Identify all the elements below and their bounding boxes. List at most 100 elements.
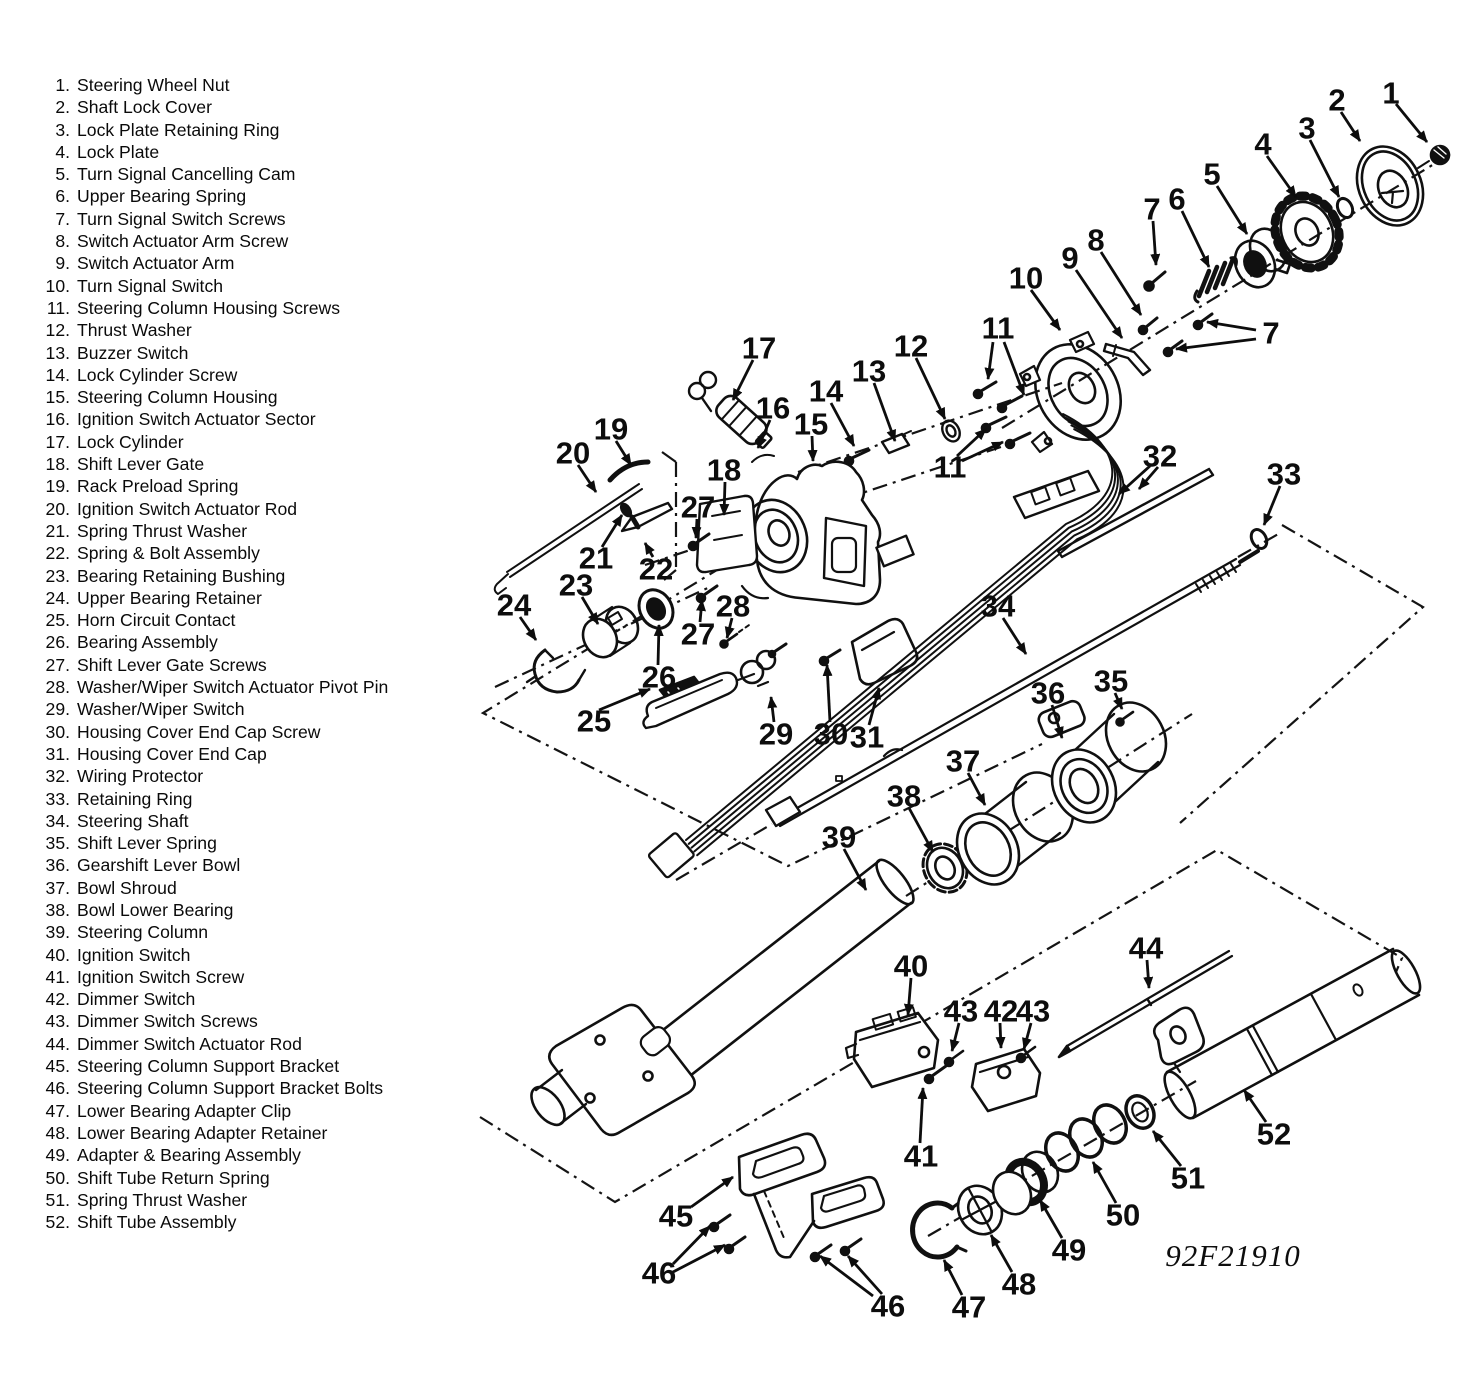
part-number: 42. xyxy=(45,989,70,1010)
part-number: 22. xyxy=(45,543,70,564)
turn-signal-switch-shape xyxy=(1018,330,1123,454)
callout-49: 49 xyxy=(1052,1233,1086,1268)
callout-leader-52 xyxy=(1242,1089,1268,1123)
callout-9: 9 xyxy=(1061,241,1078,276)
callout-15: 15 xyxy=(794,407,828,442)
callout-leader-36 xyxy=(1050,704,1064,739)
parts-list-item: 27.Shift Lever Gate Screws xyxy=(30,654,388,676)
callout-leader-13 xyxy=(872,382,897,442)
part-name: Shift Tube Assembly xyxy=(77,1212,237,1233)
parts-list-item: 52.Shift Tube Assembly xyxy=(30,1211,388,1233)
parts-list-item: 7.Turn Signal Switch Screws xyxy=(30,208,388,230)
parts-list-item: 10.Turn Signal Switch xyxy=(30,275,388,297)
callout-leader-22 xyxy=(643,542,655,558)
part-name: Wiring Protector xyxy=(77,766,204,787)
part-name: Ignition Switch Screw xyxy=(77,966,245,987)
washer-wiper-switch-shape xyxy=(642,642,788,730)
callout-20: 20 xyxy=(556,436,590,471)
part-number: 31. xyxy=(45,743,70,764)
parts-list-item: 36.Gearshift Lever Bowl xyxy=(30,854,388,876)
ignition-switch-actuator-sector-shape xyxy=(751,453,775,463)
part-number: 3. xyxy=(55,119,70,140)
callout-leader-43 xyxy=(949,1022,961,1052)
part-number: 32. xyxy=(45,766,70,787)
callout-36: 36 xyxy=(1031,676,1065,711)
part-number: 51. xyxy=(45,1189,70,1210)
callout-43: 43 xyxy=(1016,994,1050,1029)
parts-list-item: 41.Ignition Switch Screw xyxy=(30,966,388,988)
parts-list-item: 42.Dimmer Switch xyxy=(30,988,388,1010)
parts-list-item: 16.Ignition Switch Actuator Sector xyxy=(30,408,388,430)
dimmer-switch-actuator-rod-shape xyxy=(1057,949,1234,1059)
part-number: 4. xyxy=(55,141,70,162)
parts-list-item: 3. Lock Plate Retaining Ring xyxy=(30,119,388,141)
callout-leader-29 xyxy=(767,696,778,723)
callout-11: 11 xyxy=(934,450,967,485)
part-number: 39. xyxy=(45,922,70,943)
part-number: 48. xyxy=(45,1122,70,1143)
parts-list-item: 44.Dimmer Switch Actuator Rod xyxy=(30,1033,388,1055)
parts-list-item: 21. Spring Thrust Washer xyxy=(30,520,388,542)
part-name: Spring Thrust Washer xyxy=(77,520,248,541)
dimmer-switch-screws-shape xyxy=(943,1045,1037,1068)
callout-leader-21 xyxy=(600,514,624,548)
part-name: Lower Bearing Adapter Retainer xyxy=(77,1122,328,1143)
callout-leader-31 xyxy=(867,687,881,726)
part-number: 29. xyxy=(45,699,70,720)
callout-leader-32 xyxy=(1118,464,1151,496)
parts-list-item: 23.Bearing Retaining Bushing xyxy=(30,565,388,587)
steering-column-shape xyxy=(530,858,915,1137)
callout-19: 19 xyxy=(594,412,628,447)
part-name: Spring Thrust Washer xyxy=(77,1189,248,1210)
part-name: Housing Cover End Cap xyxy=(77,743,267,764)
callout-27: 27 xyxy=(681,490,715,525)
callout-leader-40 xyxy=(903,977,914,1016)
parts-list-item: 31. Housing Cover End Cap xyxy=(30,743,388,765)
callout-47: 47 xyxy=(952,1290,986,1325)
part-name: Shift Tube Return Spring xyxy=(77,1167,270,1188)
part-name: Shaft Lock Cover xyxy=(77,97,212,118)
part-name: Lock Plate Retaining Ring xyxy=(77,119,280,140)
callout-28: 28 xyxy=(716,589,750,624)
parts-list-item: 28.Washer/Wiper Switch Actuator Pivot Pi… xyxy=(30,676,389,698)
callout-50: 50 xyxy=(1106,1198,1140,1233)
part-number: 45. xyxy=(45,1056,70,1077)
parts-list-item: 17.Lock Cylinder xyxy=(30,431,388,453)
figure-code: 92F21910 xyxy=(1165,1238,1300,1273)
callout-7: 7 xyxy=(1262,316,1279,351)
parts-list-item: 2.Shaft Lock Cover xyxy=(30,96,388,118)
parts-list-item: 48. Lower Bearing Adapter Retainer xyxy=(30,1122,388,1144)
callout-leader-18 xyxy=(719,481,730,516)
part-number: 34. xyxy=(45,810,70,831)
part-name: Bearing Retaining Bushing xyxy=(77,565,286,586)
part-number: 33. xyxy=(45,788,70,809)
switch-actuator-arm-shape xyxy=(1102,342,1152,377)
part-number: 5. xyxy=(55,164,70,185)
parts-list-item: 49.Adapter & Bearing Assembly xyxy=(30,1144,388,1166)
callout-leader-19 xyxy=(614,440,633,466)
part-name: Bearing Assembly xyxy=(77,632,218,653)
parts-list-item: 43.Dimmer Switch Screws xyxy=(30,1010,388,1032)
bowl-shroud-shape xyxy=(955,771,1075,886)
adapter-bearing-assembly-shape xyxy=(991,1150,1060,1216)
part-number: 36. xyxy=(45,855,70,876)
part-number: 28. xyxy=(45,677,70,698)
part-number: 11. xyxy=(46,297,70,318)
part-name: Dimmer Switch Actuator Rod xyxy=(77,1033,302,1054)
callout-14: 14 xyxy=(809,374,844,409)
part-name: Steering Column Housing xyxy=(77,387,278,408)
part-name: Washer/Wiper Switch xyxy=(77,699,245,720)
callout-leader-7 xyxy=(1175,337,1257,353)
ignition-switch-actuator-rod-shape xyxy=(493,483,643,595)
callout-13: 13 xyxy=(852,354,886,389)
part-name: Spring & Bolt Assembly xyxy=(77,543,260,564)
part-number: 40. xyxy=(45,944,70,965)
callout-leader-17 xyxy=(731,359,755,401)
callout-leader-11 xyxy=(961,440,1004,463)
part-number: 21. xyxy=(45,520,70,541)
callout-leader-9 xyxy=(1074,269,1124,339)
parts-list-item: 51. Spring Thrust Washer xyxy=(30,1189,388,1211)
callout-39: 39 xyxy=(822,820,856,855)
callout-leader-39 xyxy=(842,848,868,891)
